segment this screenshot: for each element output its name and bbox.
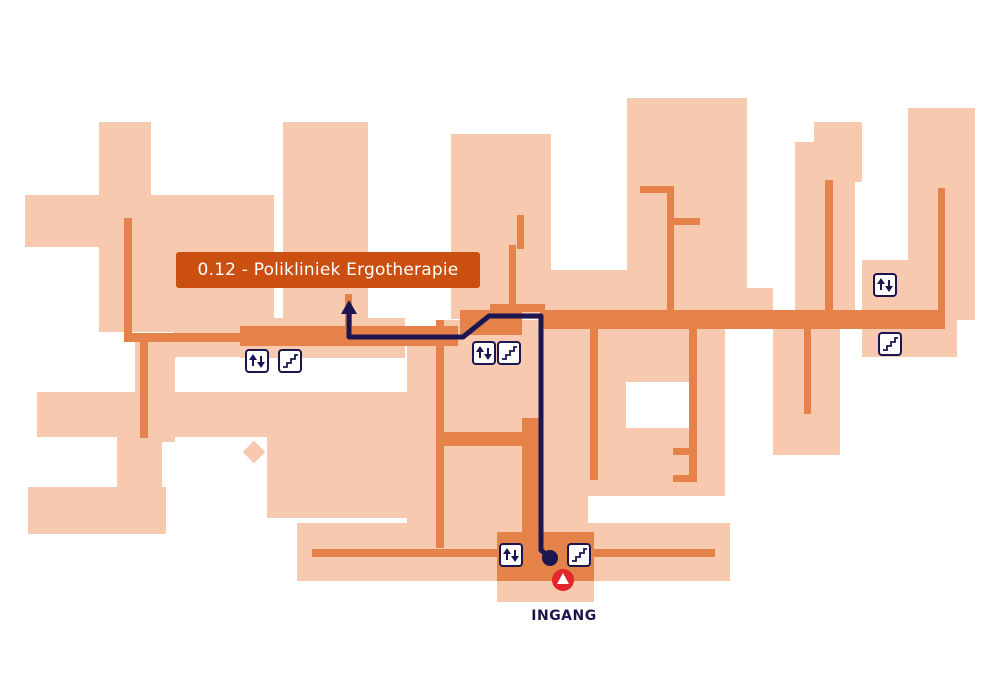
- entrance-label: INGANG: [531, 608, 597, 624]
- elevator-icon: [499, 543, 523, 567]
- route-arrow-icon: [341, 300, 357, 314]
- route-line: [346, 309, 553, 561]
- route-start-dot-icon: [542, 550, 558, 566]
- courtyards: [176, 357, 689, 428]
- destination-label-text: 0.12 - Polikliniek Ergotherapie: [197, 260, 459, 280]
- elevator-icon: [472, 341, 496, 365]
- entrance-marker-icon: [552, 569, 574, 591]
- route: [341, 300, 558, 566]
- stairs-icon: [278, 349, 302, 373]
- stairs-icon: [878, 332, 902, 356]
- destination-label: 0.12 - Polikliniek Ergotherapie: [176, 252, 480, 288]
- stairs-icon: [497, 341, 521, 365]
- elevator-icon: [873, 273, 897, 297]
- elevator-icon: [245, 349, 269, 373]
- stairs-icon: [567, 543, 591, 567]
